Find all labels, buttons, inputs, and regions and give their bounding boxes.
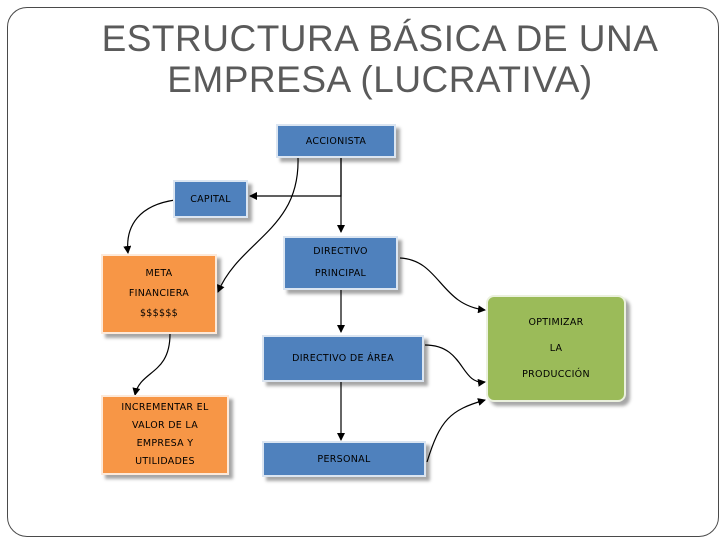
arrow-directivo-to-optimizar: [399, 257, 486, 314]
title-line-2: EMPRESA (LUCRATIVA): [167, 59, 593, 100]
node-directivo-principal: DIRECTIVO PRINCIPAL: [283, 236, 398, 290]
node-incrementar-valor: INCREMENTAR EL VALOR DE LA EMPRESA Y UTI…: [101, 395, 229, 475]
node-optimizar-line-2: LA: [549, 342, 563, 354]
node-optimizar-line-1: OPTIMIZAR: [528, 316, 584, 328]
node-meta-financiera: META FINANCIERA $$$$$$: [101, 254, 217, 334]
node-meta-financiera-line-2: FINANCIERA: [128, 288, 190, 299]
node-optimizar-line-3: PRODUCCIÓN: [522, 368, 590, 380]
arrow-area-to-optimizar: [424, 344, 486, 387]
arrow-meta-to-incrementar: [132, 333, 171, 396]
node-capital: CAPITAL: [173, 180, 248, 218]
arrow-accionista-to-capital: [249, 158, 342, 200]
node-incrementar-line-4: UTILIDADES: [135, 456, 195, 467]
node-personal-label: PERSONAL: [317, 453, 371, 465]
arrow-personal-to-optimizar: [426, 398, 486, 463]
node-incrementar-line-3: EMPRESA Y: [136, 438, 194, 449]
node-meta-financiera-line-1: META: [145, 268, 173, 279]
arrow-accionista-to-meta: [217, 157, 299, 293]
slide-title: ESTRUCTURA BÁSICA DE UNA EMPRESA (LUCRAT…: [60, 18, 700, 100]
node-directivo-area-label: DIRECTIVO DE ÁREA: [292, 353, 394, 364]
node-incrementar-line-1: INCREMENTAR EL: [121, 402, 209, 413]
node-meta-financiera-line-3: $$$$$$: [139, 308, 179, 319]
node-incrementar-line-2: VALOR DE LA: [131, 420, 199, 431]
title-line-1: ESTRUCTURA BÁSICA DE UNA: [101, 18, 659, 59]
node-optimizar-produccion: OPTIMIZAR LA PRODUCCIÓN: [486, 295, 626, 402]
node-directivo-principal-line-2: PRINCIPAL: [314, 268, 367, 279]
node-directivo-principal-line-1: DIRECTIVO: [313, 246, 368, 257]
node-directivo-area: DIRECTIVO DE ÁREA: [262, 335, 424, 382]
node-capital-label: CAPITAL: [190, 193, 231, 205]
slide-frame: [7, 7, 719, 537]
node-accionista-label: ACCIONISTA: [305, 135, 367, 147]
node-personal: PERSONAL: [262, 441, 426, 477]
node-accionista: ACCIONISTA: [276, 124, 396, 158]
arrow-capital-to-meta: [123, 199, 176, 254]
